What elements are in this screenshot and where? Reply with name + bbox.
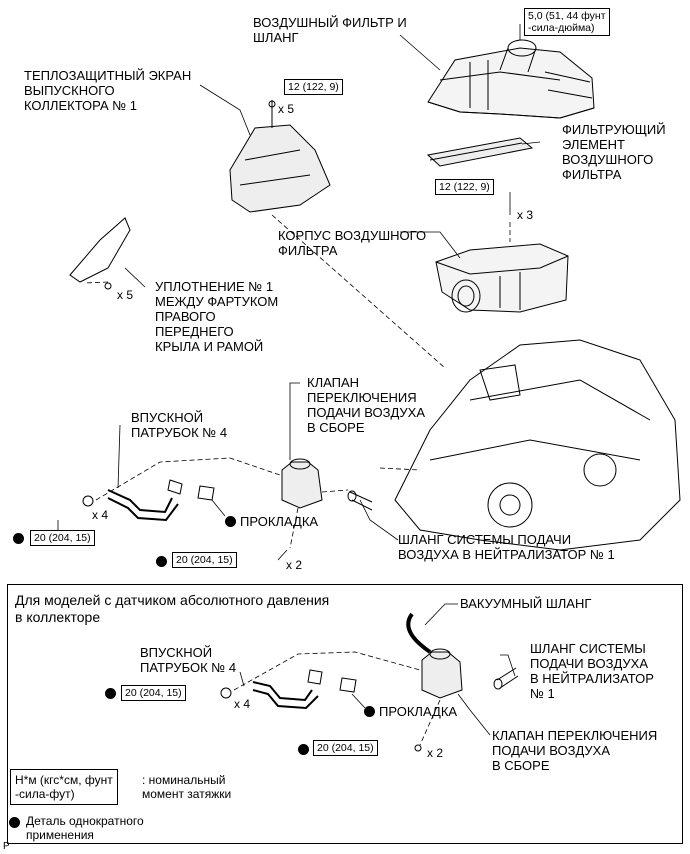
qty-seal-clips: x 5 xyxy=(117,288,134,302)
non-reusable-marker xyxy=(105,688,116,699)
non-reusable-marker xyxy=(298,744,309,755)
gasket-top-b xyxy=(197,485,215,501)
label-valve-top: КЛАПАН ПЕРЕКЛЮЧЕНИЯ ПОДАЧИ ВОЗДУХА В СБО… xyxy=(307,375,426,435)
legend-non-reusable-marker xyxy=(9,817,20,828)
label-filter-element: ФИЛЬТРУЮЩИЙ ЭЛЕМЕНТ ВОЗДУШНОГО ФИЛЬТРА xyxy=(562,122,666,182)
non-reusable-marker xyxy=(156,556,167,567)
installation-lines xyxy=(84,214,511,746)
label-valve-bottom: КЛАПАН ПЕРЕКЛЮЧЕНИЯ ПОДАЧИ ВОЗДУХА В СБО… xyxy=(492,728,658,773)
figure-code: P xyxy=(3,841,10,852)
spec-housing-bolt: 12 (122, 9) xyxy=(435,179,494,195)
non-reusable-marker xyxy=(364,706,375,717)
gasket-top-a xyxy=(167,479,183,495)
seal xyxy=(69,217,131,290)
qty-pipe-nuts-bottom: x 4 xyxy=(234,697,251,711)
label-filter-housing: КОРПУС ВОЗДУШНОГО ФИЛЬТРА xyxy=(278,228,427,258)
legend-torque-desc: : номинальный момент затяжки xyxy=(142,773,232,801)
valve-top xyxy=(281,458,323,509)
spec-valve-nut-bottom: 20 (204, 15) xyxy=(313,740,378,756)
legend-non-reusable: Деталь однократного применения xyxy=(26,814,144,842)
qty-housing-bolts: x 3 xyxy=(517,208,534,222)
variant-box xyxy=(7,584,683,844)
label-pipe-bottom: ВПУСКНОЙ ПАТРУБОК № 4 xyxy=(140,645,237,675)
intake-pipe-top xyxy=(82,489,179,522)
label-vacuum-hose: ВАКУУМНЫЙ ШЛАНГ xyxy=(460,596,592,611)
gasket-bottom-a xyxy=(307,669,323,685)
heat-shield xyxy=(229,100,331,213)
label-seal: УПЛОТНЕНИЕ № 1 МЕЖДУ ФАРТУКОМ ПРАВОГО ПЕ… xyxy=(155,279,279,354)
intake-pipe-bottom xyxy=(220,681,319,710)
qty-valve-nuts-top: x 2 xyxy=(286,558,303,572)
filter-housing xyxy=(435,243,569,313)
legend-torque-unit: Н*м (кгс*см, фунт -сила-фут) xyxy=(10,769,118,805)
qty-pipe-nuts-top: x 4 xyxy=(92,508,109,522)
engine-outline xyxy=(394,339,681,551)
leader-lines xyxy=(30,24,541,736)
spec-air-filter-clamp: 5,0 (51, 44 фунт -сила-дюйма) xyxy=(524,8,610,36)
label-hose-top: ШЛАНГ СИСТЕМЫ ПОДАЧИ ВОЗДУХА В НЕЙТРАЛИЗ… xyxy=(398,532,615,562)
spec-valve-nut-top: 20 (204, 15) xyxy=(172,552,237,568)
qty-heat-shield-bolts: x 5 xyxy=(278,102,295,116)
box-title: Для моделей с датчиком абсолютного давле… xyxy=(15,592,330,625)
hose-top xyxy=(347,490,373,511)
non-reusable-marker xyxy=(13,533,24,544)
qty-valve-nuts-bottom: x 2 xyxy=(427,746,444,760)
spec-pipe-nut-bottom: 20 (204, 15) xyxy=(121,685,186,701)
label-gasket-bottom: ПРОКЛАДКА xyxy=(379,704,458,719)
non-reusable-marker xyxy=(225,516,236,527)
gasket-bottom-b xyxy=(339,677,357,693)
label-air-filter-hose: ВОЗДУШНЫЙ ФИЛЬТР И ШЛАНГ xyxy=(253,15,407,45)
vacuum-hose xyxy=(406,612,432,654)
label-hose-bottom: ШЛАНГ СИСТЕМЫ ПОДАЧИ ВОЗДУХА В НЕЙТРАЛИЗ… xyxy=(530,641,654,701)
nut-bottom xyxy=(414,744,422,752)
spec-heat-shield-bolt: 12 (122, 9) xyxy=(284,79,343,95)
label-pipe-top: ВПУСКНОЙ ПАТРУБОК № 4 xyxy=(131,410,228,440)
label-heat-shield: ТЕПЛОЗАЩИТНЫЙ ЭКРАН ВЫПУСКНОГО КОЛЛЕКТОР… xyxy=(24,68,192,113)
label-gasket-top: ПРОКЛАДКА xyxy=(240,514,319,529)
air-filter-assembly xyxy=(427,39,595,119)
filter-element xyxy=(426,137,534,167)
spec-pipe-nut-top: 20 (204, 15) xyxy=(30,530,95,546)
valve-bottom xyxy=(421,648,463,699)
